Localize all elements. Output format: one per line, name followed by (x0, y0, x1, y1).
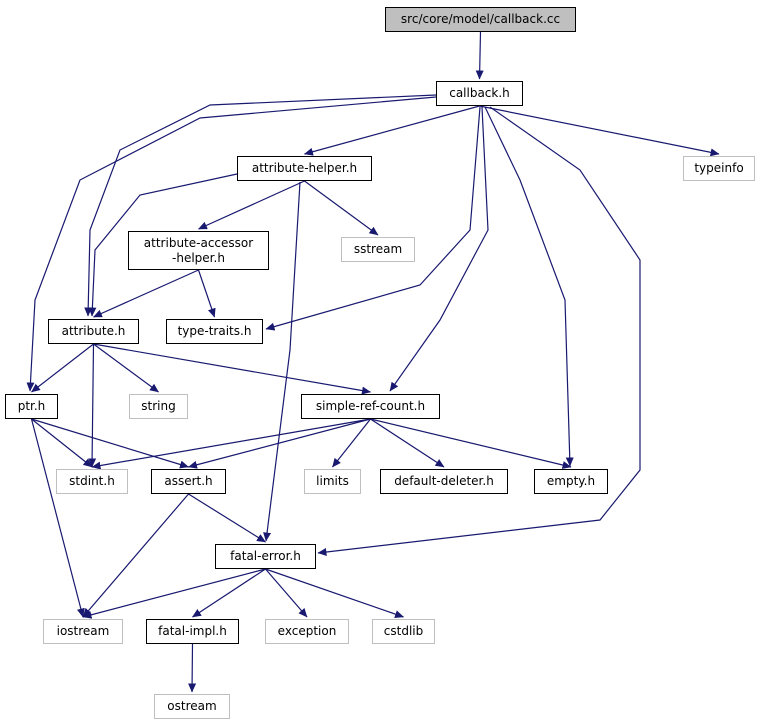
edge-attribute-h-to-stdint-h (88, 343, 97, 468)
edge-callback-h-to-empty-h (484, 106, 574, 467)
edge-fatal-error-h-to-fatal-impl-h (192, 568, 266, 618)
edge-callback-h-to-fatal-error-h (317, 106, 641, 556)
node-ptr-h[interactable]: ptr.h (5, 394, 58, 419)
edge-attribute-h-to-ptr-h (31, 343, 94, 393)
edge-callback-h-to-attribute-h (84, 94, 437, 317)
edge-attribute-helper-h-to-fatal-error-h (263, 181, 301, 542)
edge-ptr-h-to-assert-h (31, 418, 189, 469)
node-attribute-h[interactable]: attribute.h (48, 319, 139, 344)
edge-callback-h-to-type-traits-h (265, 106, 481, 331)
edge-fatal-error-h-to-iostream (82, 568, 266, 619)
edge-simple-ref-count-h-to-default-deleter-h (370, 418, 445, 468)
edge-callback-h-to-simple-ref-count-h (389, 106, 489, 392)
edge-assert-h-to-iostream (82, 493, 189, 618)
node-attribute-accessor-helper-h[interactable]: attribute-accessor -helper.h (128, 231, 269, 270)
edge-attribute-h-to-simple-ref-count-h (93, 343, 371, 395)
node-exception: exception (265, 619, 349, 644)
node-attribute-helper-h[interactable]: attribute-helper.h (237, 156, 372, 181)
node-callback-cc: src/core/model/callback.cc (385, 7, 576, 32)
node-empty-h[interactable]: empty.h (534, 469, 608, 494)
node-type-traits-h[interactable]: type-traits.h (166, 319, 263, 344)
edge-callback-cc-to-callback-h (475, 31, 484, 80)
node-string: string (129, 394, 188, 419)
node-limits: limits (304, 469, 361, 494)
edge-fatal-error-h-to-exception (265, 568, 308, 618)
node-simple-ref-count-h[interactable]: simple-ref-count.h (301, 394, 440, 419)
node-assert-h[interactable]: assert.h (151, 469, 226, 494)
node-iostream: iostream (43, 619, 123, 644)
edge-simple-ref-count-h-to-stdint-h (91, 418, 371, 470)
edge-attribute-h-to-string (93, 343, 159, 393)
node-callback-h[interactable]: callback.h (436, 81, 523, 106)
edge-simple-ref-count-h-to-limits (332, 418, 371, 468)
node-typeinfo: typeinfo (683, 156, 755, 181)
edge-attribute-accessor-helper-h-to-type-traits-h (197, 269, 216, 318)
edge-simple-ref-count-h-to-assert-h (188, 418, 371, 469)
node-fatal-error-h[interactable]: fatal-error.h (215, 544, 316, 569)
edge-callback-h-to-ptr-h (26, 96, 437, 392)
edge-attribute-helper-h-to-sstream (304, 180, 379, 236)
edge-ptr-h-to-stdint-h (31, 418, 93, 468)
edge-simple-ref-count-h-to-empty-h (370, 418, 572, 469)
edge-fatal-error-h-to-cstdlib (265, 568, 404, 618)
node-stdint-h: stdint.h (56, 469, 128, 494)
edge-fatal-impl-h-to-ostream (188, 643, 197, 693)
edge-assert-h-to-fatal-error-h (188, 493, 266, 543)
node-ostream: ostream (154, 694, 230, 719)
edge-ptr-h-to-iostream (30, 418, 85, 618)
node-cstdlib: cstdlib (372, 619, 435, 644)
node-sstream: sstream (341, 237, 415, 262)
edge-callback-h-to-attribute-helper-h (304, 105, 480, 156)
node-fatal-impl-h[interactable]: fatal-impl.h (146, 619, 239, 644)
edge-attribute-helper-h-to-attribute-accessor-helper-h (198, 180, 305, 230)
edge-attribute-helper-h-to-attribute-h (88, 173, 238, 317)
edge-callback-h-to-typeinfo (479, 105, 720, 157)
edge-attribute-accessor-helper-h-to-attribute-h (93, 269, 199, 318)
node-default-deleter-h[interactable]: default-deleter.h (380, 469, 508, 494)
